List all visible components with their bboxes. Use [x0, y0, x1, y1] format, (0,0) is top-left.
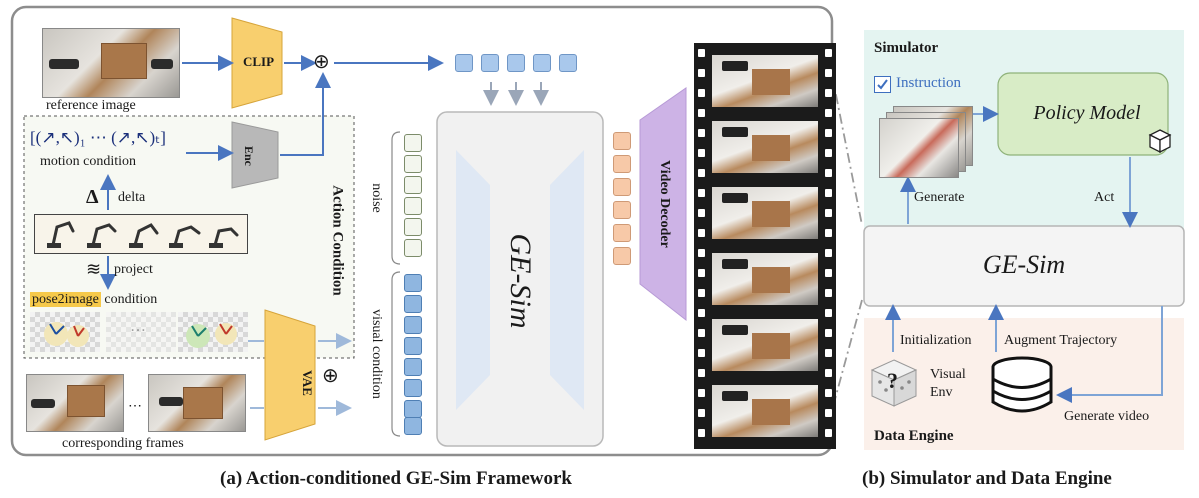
pose2image-rest: condition — [100, 292, 158, 307]
enc-encoder — [231, 121, 279, 189]
clip-token — [559, 54, 577, 72]
latent-token — [613, 132, 631, 150]
gesim-inner-left — [456, 150, 490, 410]
clip-label: CLIP — [243, 54, 275, 69]
policy-model-label: Policy Model — [1033, 102, 1141, 124]
video-frame — [712, 55, 818, 107]
visual-token — [404, 400, 422, 418]
motion-formula: [(↗,↖)₁ ⋯ (↗,↖)ₜ] — [30, 128, 166, 147]
visual-token — [404, 316, 422, 334]
reference-image — [42, 28, 180, 98]
robot-pose-strip — [34, 214, 248, 254]
gesim-label: GE-Sim — [504, 233, 537, 329]
act-label: Act — [1094, 190, 1115, 205]
generate-video-label: Generate video — [1064, 409, 1150, 424]
visual-token — [404, 337, 422, 355]
noise-label: noise — [369, 183, 384, 213]
arrow-enc-to-plus — [280, 72, 331, 156]
generate-label: Generate — [914, 190, 965, 205]
delta-symbol: Δ — [86, 186, 99, 208]
visual-env-label: Visual Env — [930, 367, 966, 400]
corresponding-frames-label: corresponding frames — [62, 436, 184, 451]
noise-token — [404, 134, 422, 152]
video-frame — [712, 253, 818, 305]
gesim-right-box — [863, 225, 1185, 307]
layers-icon: ≋ — [86, 259, 102, 279]
vae-encoder — [264, 309, 316, 441]
latent-token — [613, 224, 631, 242]
video-frame — [712, 187, 818, 239]
noise-token — [404, 197, 422, 215]
video-decoder-label: Video Decoder — [657, 160, 672, 248]
caption-left: (a) Action-conditioned GE-Sim Framework — [220, 468, 573, 489]
caption-right: (b) Simulator and Data Engine — [862, 468, 1112, 489]
observation-image-front — [879, 118, 959, 178]
latent-token — [613, 247, 631, 265]
noise-token — [404, 239, 422, 257]
database-icon — [991, 356, 1053, 413]
delta-label: delta — [118, 190, 146, 205]
visual-token — [404, 295, 422, 313]
enc-label: Enc — [242, 146, 256, 167]
instruction-label: Instruction — [896, 75, 961, 91]
visual-token — [404, 379, 422, 397]
noise-bracket — [391, 131, 401, 265]
video-frame — [712, 385, 818, 437]
arrow-generate-video — [1056, 306, 1163, 403]
initialization-label: Initialization — [900, 333, 972, 348]
clip-token — [481, 54, 499, 72]
video-decoder — [639, 87, 687, 322]
corresponding-frame-t — [148, 374, 246, 432]
latent-token — [613, 178, 631, 196]
action-condition-label: Action Condition — [329, 185, 346, 296]
latent-token — [613, 155, 631, 173]
reference-image-label: reference image — [46, 98, 136, 113]
dice-icon — [870, 359, 918, 407]
video-frame — [712, 121, 818, 173]
clip-token — [533, 54, 551, 72]
latent-token — [613, 201, 631, 219]
vae-label: VAE — [299, 370, 315, 396]
augment-trajectory-label: Augment Trajectory — [1004, 333, 1118, 348]
checkbox-icon — [874, 76, 891, 93]
visual-token — [404, 274, 422, 292]
pose2image-condition-label: pose2image condition — [30, 290, 157, 308]
visual-token — [404, 417, 422, 435]
motion-condition-label: motion condition — [40, 154, 137, 169]
visual-bracket — [391, 271, 401, 437]
noise-token — [404, 218, 422, 236]
project-label: project — [114, 262, 153, 277]
pose2image-highlight: pose2image — [30, 292, 101, 307]
video-film-strip — [694, 43, 836, 449]
gesim-right-label: GE-Sim — [982, 250, 1066, 279]
noise-token — [404, 176, 422, 194]
simulator-title: Simulator — [874, 40, 939, 56]
plus-circle-top: ⊕ — [313, 51, 330, 73]
pose2image-frame-t — [178, 312, 248, 352]
clip-token — [455, 54, 473, 72]
pose2image-frame-1 — [30, 312, 100, 352]
data-engine-title: Data Engine — [874, 428, 954, 444]
cube-icon — [1148, 129, 1172, 154]
pose2image-frame-mid — [106, 312, 176, 352]
noise-token — [404, 155, 422, 173]
clip-encoder — [231, 17, 283, 109]
frames-dots: ⋯ — [128, 399, 142, 414]
dice-question-mark: ? — [887, 368, 898, 393]
visual-token — [404, 358, 422, 376]
plus-circle-bottom: ⊕ — [322, 365, 339, 387]
visual-condition-label: visual condition — [369, 309, 384, 399]
gesim-inner-right — [550, 150, 584, 410]
video-frame — [712, 319, 818, 371]
clip-token — [507, 54, 525, 72]
corresponding-frame-1 — [26, 374, 124, 432]
